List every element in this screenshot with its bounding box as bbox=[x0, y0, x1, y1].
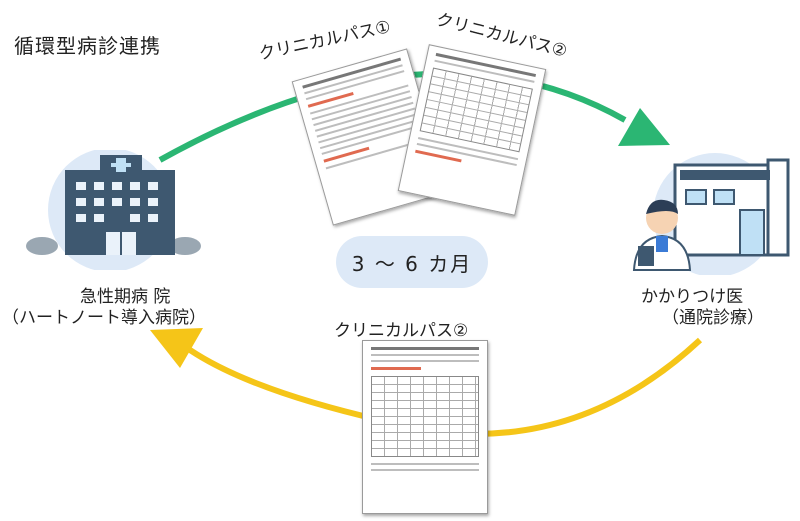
path2-return-label: クリニカルパス② bbox=[334, 321, 469, 341]
clinic-name: かかりつけ医 bbox=[641, 287, 744, 307]
hospital-building-icon bbox=[26, 148, 201, 272]
diagram-title: 循環型病診連携 bbox=[14, 34, 161, 58]
duration-badge: 3 〜 6 カ月 bbox=[336, 236, 488, 288]
clinic-group bbox=[620, 150, 795, 277]
forward-arrowhead bbox=[618, 108, 670, 146]
return-arrowhead bbox=[150, 328, 203, 368]
clinic-subtitle: （通院診療） bbox=[662, 308, 764, 328]
hospital-name: 急性期病 院 bbox=[80, 287, 171, 307]
hospital-group bbox=[20, 148, 210, 272]
clinic-doctor-icon bbox=[632, 153, 790, 277]
clinical-path-document-return bbox=[362, 340, 488, 514]
hospital-subtitle: （ハートノート導入病院） bbox=[2, 308, 206, 328]
